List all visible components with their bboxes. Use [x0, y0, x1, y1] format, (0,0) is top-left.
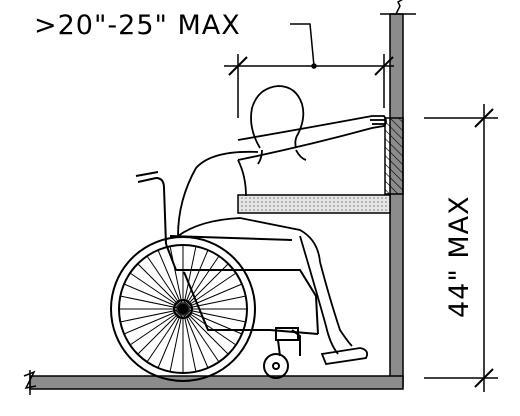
counter-obstruction: [237, 194, 391, 214]
reach-height-label: 44" MAX: [444, 195, 475, 318]
reach-height-dimension: [424, 104, 498, 392]
seated-person: [177, 85, 387, 365]
reach-depth-dimension: [224, 23, 394, 118]
reach-depth-label: >20"-25" MAX: [34, 10, 241, 41]
front-caster: [263, 353, 289, 379]
wheelchair: [110, 171, 319, 382]
floor: [23, 370, 404, 395]
wall-control: [384, 117, 404, 195]
